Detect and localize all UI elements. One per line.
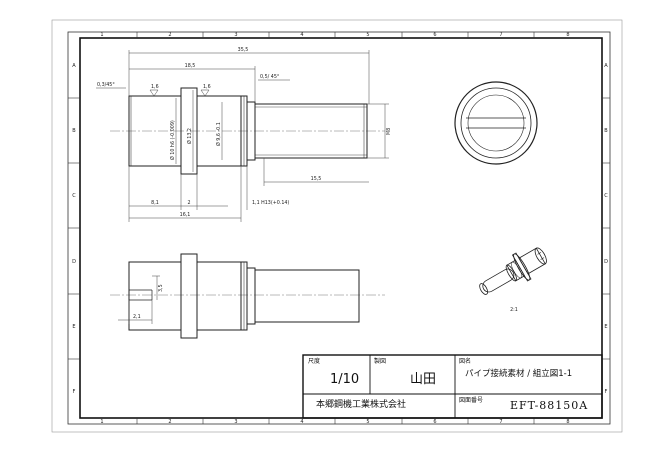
zone-row-label: A: [604, 63, 608, 69]
zone-col-label: 2: [168, 419, 171, 425]
zone-row-label: C: [72, 193, 76, 199]
dim-thread-length: 15,5: [311, 176, 322, 182]
zone-row-label: B: [604, 128, 608, 134]
zone-col-label: 8: [566, 32, 569, 38]
title-label: 図名: [459, 358, 472, 365]
sheet-edge: [51, 19, 623, 433]
dim-len-2: 2: [187, 200, 190, 206]
front-view: 35,5 18,5 0,3/45° 0,5/ 45° 1,6 1,6 Ø 10 …: [96, 47, 392, 222]
end-view: [454, 81, 538, 165]
zone-col-label: 2: [168, 32, 171, 38]
zone-ticks: [68, 32, 610, 424]
zone-col-label: 4: [300, 32, 303, 38]
dim-dia-96: Ø 9,6 -0.1: [215, 122, 222, 146]
drawn-label: 製図: [374, 358, 387, 365]
zone-col-label: 5: [366, 419, 369, 425]
zone-row-label: B: [72, 128, 76, 134]
dim-slot-depth: 2,1: [133, 314, 141, 320]
zone-row-label: E: [604, 324, 607, 330]
bottom-view-outline: [128, 253, 360, 339]
roughness-left: 1,6: [151, 84, 159, 90]
dim-len-161: 16,1: [180, 212, 191, 218]
dim-head-length: 18,5: [185, 63, 196, 69]
scale-value: 1/10: [330, 372, 360, 387]
dim-groove: 1,1 H13(+0.14): [252, 200, 289, 206]
isometric-view: 2:1: [479, 247, 547, 313]
dim-thread: M8: [386, 128, 392, 135]
zone-frame: [67, 31, 611, 425]
drawing-number: EFT-88150A: [510, 399, 589, 412]
dim-dia-13: Ø 13,2: [186, 128, 193, 144]
title-block-lines: [302, 354, 603, 419]
bottom-view-annotations: 3,5 2,1: [133, 284, 164, 320]
zone-col-label: 1: [100, 32, 103, 38]
zone-row-label: D: [604, 259, 608, 265]
iso-scale-label: 2:1: [510, 307, 518, 313]
front-view-annotations: 35,5 18,5 0,3/45° 0,5/ 45° 1,6 1,6 Ø 10 …: [97, 47, 392, 218]
zone-col-label: 5: [366, 32, 369, 38]
dim-overall-length: 35,5: [238, 47, 249, 53]
company-name: 本郷鋼機工業株式会社: [316, 400, 407, 410]
number-label: 図面番号: [459, 397, 484, 404]
roughness-right: 1,6: [203, 84, 211, 90]
dim-dia-10: Ø 10 h6 (-0.009): [169, 120, 176, 160]
bottom-view: 3,5 2,1: [110, 253, 385, 339]
front-view-outline: [128, 87, 368, 175]
zone-col-label: 4: [300, 419, 303, 425]
dim-slot-width: 3,5: [158, 284, 164, 292]
drawn-value: 山田: [410, 372, 437, 387]
zone-labels: 1 2 3 4 5 6 7 8 1 2 3 4 5 6 7 8 A B C D …: [72, 32, 608, 425]
zone-col-label: 8: [566, 419, 569, 425]
zone-col-label: 6: [433, 419, 436, 425]
zone-col-label: 7: [499, 32, 502, 38]
zone-row-label: F: [605, 389, 608, 395]
scale-label: 尺度: [308, 358, 321, 365]
dimension-lines: [96, 50, 389, 222]
zone-col-label: 1: [100, 419, 103, 425]
zone-col-label: 7: [499, 419, 502, 425]
drawing-frame: [79, 37, 603, 419]
title-value: パイプ接続素材 / 組立図1-1: [465, 369, 573, 379]
dim-chamfer-left: 0,3/45°: [97, 82, 115, 88]
zone-row-label: D: [72, 259, 76, 265]
zone-row-label: E: [72, 324, 75, 330]
dim-chamfer-right: 0,5/ 45°: [260, 74, 279, 80]
zone-row-label: A: [72, 63, 76, 69]
zone-col-label: 3: [234, 419, 237, 425]
bottom-dimension-lines: [118, 275, 160, 324]
zone-row-label: F: [73, 389, 76, 395]
zone-row-label: C: [604, 193, 608, 199]
zone-col-label: 6: [433, 32, 436, 38]
dim-len-81: 8,1: [151, 200, 159, 206]
zone-col-label: 3: [234, 32, 237, 38]
